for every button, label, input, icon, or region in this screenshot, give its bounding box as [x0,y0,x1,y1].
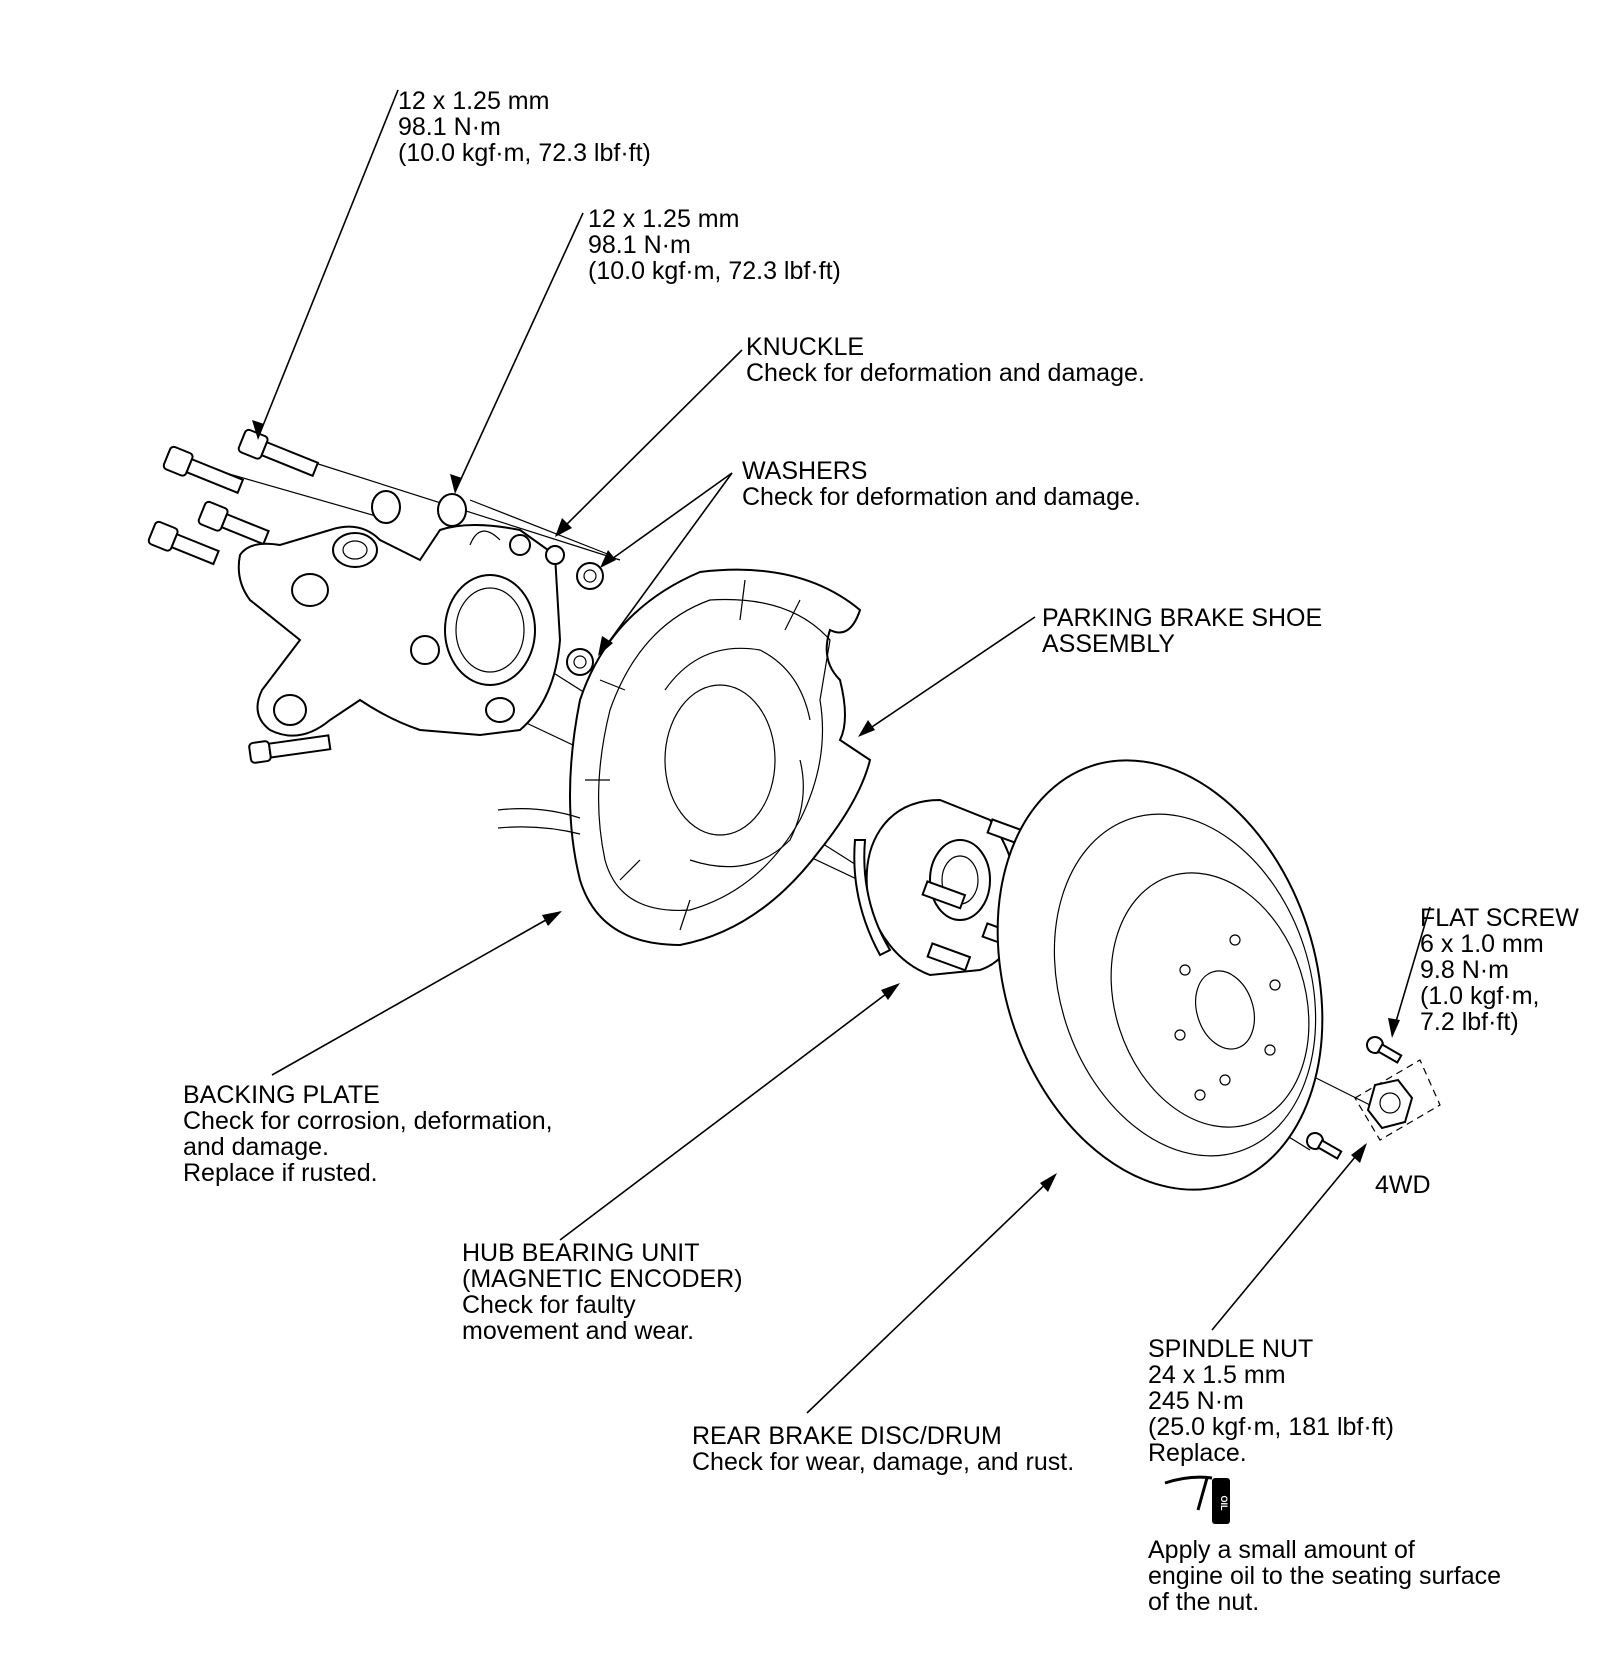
oil-can-icon: OIL [1164,1475,1230,1524]
svg-text:OIL: OIL [1219,1496,1229,1512]
backing-plate [497,568,872,947]
backing-plate-note-3: Replace if rusted. [183,1159,378,1187]
washers-label: WASHERS Check for deformation and damage… [742,458,1141,510]
spindle-nut-torque-alt: (25.0 kgf·m, 181 lbf·ft) [1148,1413,1394,1441]
knuckle-note: Check for deformation and damage. [746,359,1145,387]
oil-note-label: Apply a small amount of engine oil to th… [1148,1537,1501,1615]
backing-plate-note: Check for corrosion, deformation, [183,1107,553,1135]
four-wd-label: 4WD [1375,1171,1431,1199]
spindle-nut-size: 24 x 1.5 mm [1148,1361,1286,1389]
bolt-size: 12 x 1.25 mm [588,205,740,233]
bolt-spec-label-1: 12 x 1.25 mm 98.1 N·m (10.0 kgf·m, 72.3 … [398,88,651,166]
spindle-nut-label: SPINDLE NUT 24 x 1.5 mm 245 N·m (25.0 kg… [1148,1336,1394,1466]
bushings [371,490,604,676]
flat-screw-torque: 9.8 N·m [1420,956,1509,984]
flat-screw-title: FLAT SCREW [1420,904,1579,932]
spindle-nut-note: Replace. [1148,1439,1247,1467]
backing-plate-title: BACKING PLATE [183,1081,380,1109]
knuckle-bolts [147,428,332,764]
washers-title: WASHERS [742,457,868,485]
parking-brake-label: PARKING BRAKE SHOE ASSEMBLY [1042,605,1322,657]
hub-bearing-note-2: movement and wear. [462,1317,695,1345]
hub-bearing-title: HUB BEARING UNIT [462,1239,700,1267]
spindle-nut-torque: 245 N·m [1148,1387,1244,1415]
knuckle [237,524,565,737]
spindle-nut-title: SPINDLE NUT [1148,1335,1314,1363]
knuckle-label: KNUCKLE Check for deformation and damage… [746,334,1145,386]
flat-screw-label: FLAT SCREW 6 x 1.0 mm 9.8 N·m (1.0 kgf·m… [1420,905,1579,1035]
bolt-torque: 98.1 N·m [398,113,501,141]
flat-screw-torque-alt: (1.0 kgf·m, [1420,982,1540,1010]
hub-bearing-title-2: (MAGNETIC ENCODER) [462,1265,743,1293]
oil-note-line-2: engine oil to the seating surface [1148,1562,1502,1590]
brake-disc-note: Check for wear, damage, and rust. [692,1448,1075,1476]
brake-disc-title: REAR BRAKE DISC/DRUM [692,1422,1002,1450]
washers-note: Check for deformation and damage. [742,483,1141,511]
flat-screw-size: 6 x 1.0 mm [1420,930,1544,958]
leader-lines [252,89,1431,1414]
hub-bearing-note: Check for faulty [462,1291,636,1319]
flat-screw-torque-alt-2: 7.2 lbf·ft) [1420,1008,1519,1036]
backing-plate-note-2: and damage. [183,1133,329,1161]
spindle-nut [1354,1059,1441,1141]
oil-note-line-3: of the nut. [1148,1588,1260,1616]
parking-brake-title: PARKING BRAKE SHOE [1042,604,1323,632]
oil-note-line: Apply a small amount of [1148,1536,1415,1564]
bolt-spec-label-2: 12 x 1.25 mm 98.1 N·m (10.0 kgf·m, 72.3 … [588,206,841,284]
knuckle-title: KNUCKLE [746,333,865,361]
brake-disc-label: REAR BRAKE DISC/DRUM Check for wear, dam… [692,1423,1074,1475]
backing-plate-label: BACKING PLATE Check for corrosion, defor… [183,1082,553,1186]
bolt-torque-alt: (10.0 kgf·m, 72.3 lbf·ft) [398,139,651,167]
parking-brake-title-2: ASSEMBLY [1042,630,1175,658]
hub-bearing-label: HUB BEARING UNIT (MAGNETIC ENCODER) Chec… [462,1240,743,1344]
bolt-torque-alt: (10.0 kgf·m, 72.3 lbf·ft) [588,257,841,285]
bolt-size: 12 x 1.25 mm [398,87,550,115]
brake-disc-drum [996,759,1324,1191]
bolt-torque: 98.1 N·m [588,231,691,259]
flat-screws [1306,1036,1403,1160]
